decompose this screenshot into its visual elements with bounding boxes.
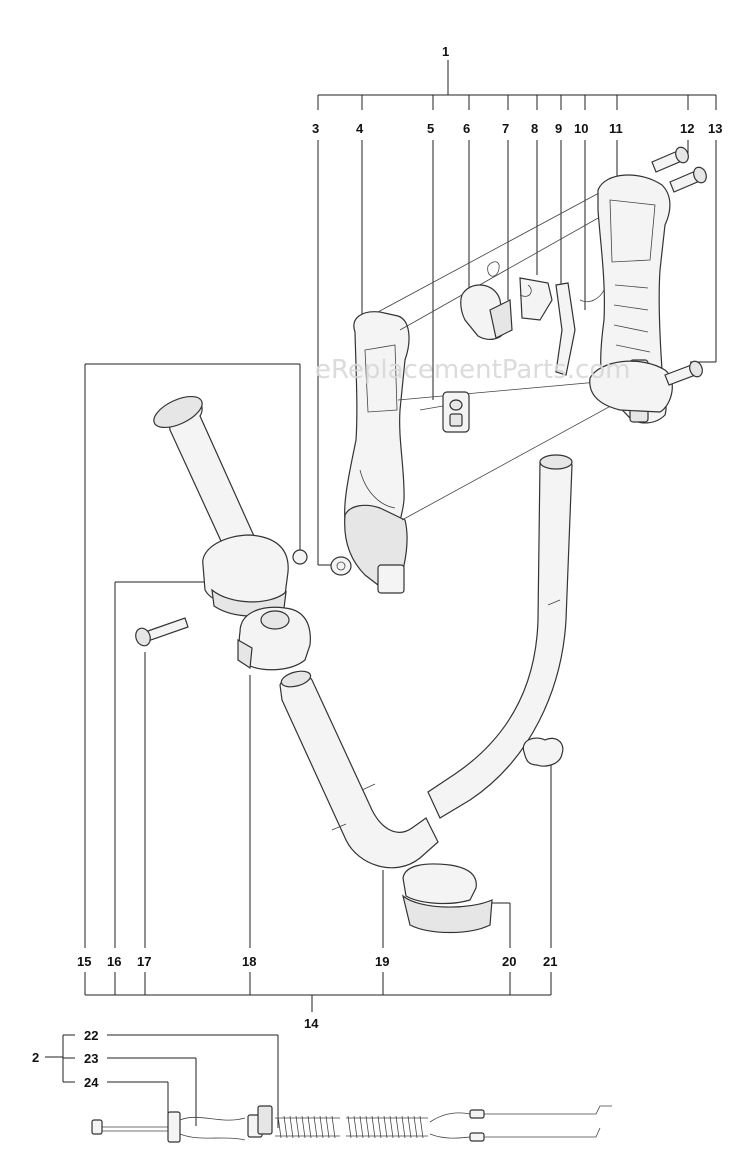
leaders-assembly-14 <box>84 363 552 1012</box>
watermark-text: eReplacementParts.com <box>315 355 631 385</box>
screws <box>651 146 707 386</box>
callout-12: 12 <box>680 121 694 136</box>
callout-17: 17 <box>137 954 151 969</box>
handle-housing <box>344 174 673 594</box>
knob-21 <box>522 737 564 767</box>
callout-labels: 1 3 4 5 6 7 8 9 10 11 12 13 15 16 17 18 … <box>32 44 722 1090</box>
leaders-assembly-1 <box>317 60 717 566</box>
callout-20: 20 <box>502 954 516 969</box>
bolt-17 <box>135 617 189 647</box>
callout-24: 24 <box>84 1075 99 1090</box>
callout-10: 10 <box>574 121 588 136</box>
callout-1: 1 <box>442 44 449 59</box>
callout-15: 15 <box>77 954 91 969</box>
callout-5: 5 <box>427 121 434 136</box>
tube-19 <box>279 454 573 869</box>
callout-23: 23 <box>84 1051 98 1066</box>
callout-3: 3 <box>312 121 319 136</box>
clamp-18 <box>237 606 311 671</box>
bracket-20 <box>401 863 493 934</box>
callout-16: 16 <box>107 954 121 969</box>
callout-22: 22 <box>84 1028 98 1043</box>
callout-21: 21 <box>543 954 557 969</box>
callout-7: 7 <box>502 121 509 136</box>
callout-4: 4 <box>356 121 364 136</box>
trigger-parts <box>419 261 605 433</box>
callout-2: 2 <box>32 1050 39 1065</box>
nut-3 <box>330 556 352 576</box>
callout-6: 6 <box>463 121 470 136</box>
leaders-assembly-2 <box>45 1034 279 1128</box>
cable-assembly <box>91 1105 612 1143</box>
callout-18: 18 <box>242 954 256 969</box>
callout-11: 11 <box>609 121 623 136</box>
callout-14: 14 <box>304 1016 319 1031</box>
callout-8: 8 <box>531 121 538 136</box>
callout-9: 9 <box>555 121 562 136</box>
callout-13: 13 <box>708 121 722 136</box>
callout-19: 19 <box>375 954 389 969</box>
grip-handle <box>153 395 308 617</box>
